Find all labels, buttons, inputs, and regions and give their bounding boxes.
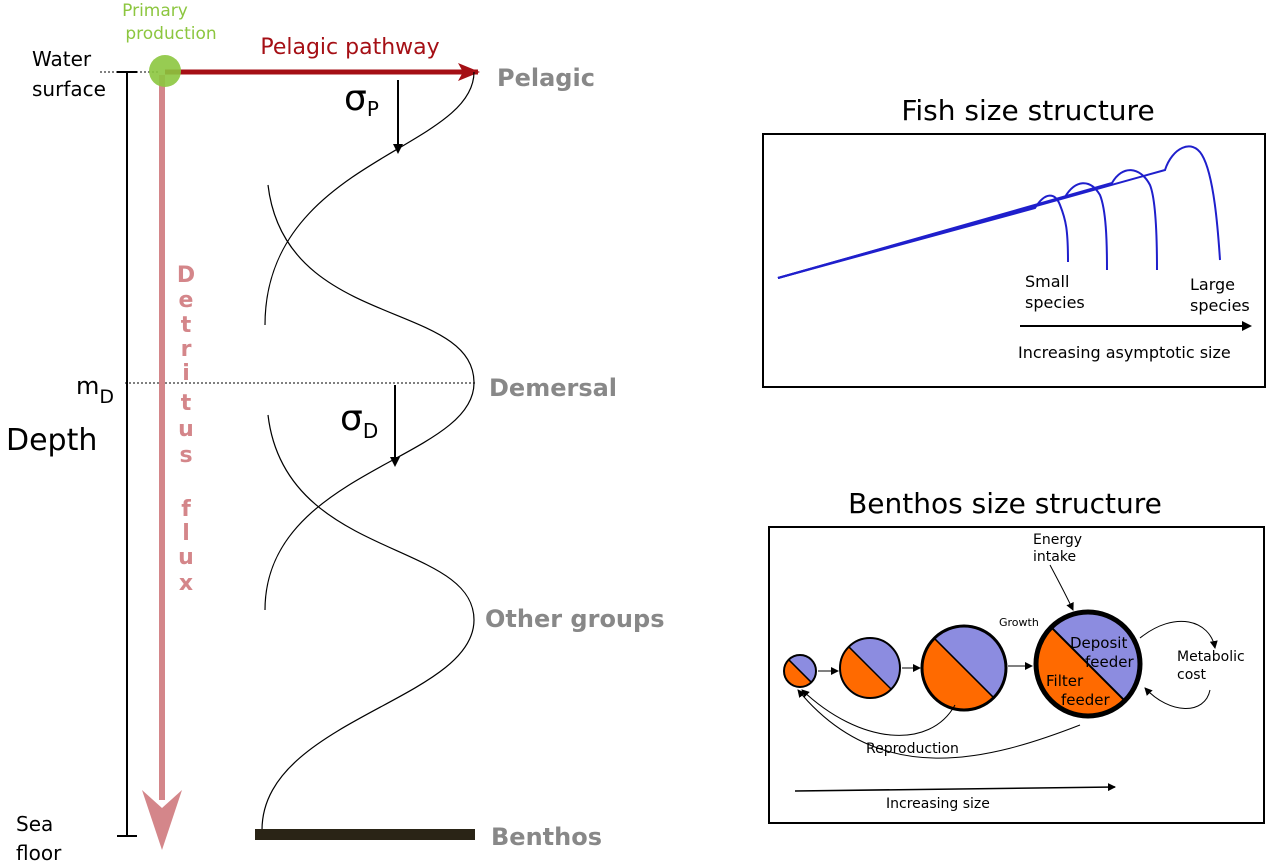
depth-scale xyxy=(117,71,137,837)
sea-floor-label-2: floor xyxy=(16,841,62,865)
sigma-p-label: σP xyxy=(344,78,379,121)
large-species-label-1: Large xyxy=(1190,275,1235,294)
sea-floor-label-1: Sea xyxy=(16,812,53,836)
benthos-size-class-4 xyxy=(1033,609,1143,719)
growth-label: Growth xyxy=(999,616,1039,629)
large-species-label-2: species xyxy=(1190,296,1250,315)
detritus-flux-label: D e t r i t u s f l u x xyxy=(177,263,195,596)
growth-arrows xyxy=(818,662,1033,675)
benthos-bar xyxy=(255,829,475,840)
increasing-size-label: Increasing size xyxy=(886,796,990,812)
demersal-label: Demersal xyxy=(489,374,617,402)
primary-production-label-1: Primary xyxy=(122,1,188,21)
deposit-feeder-label-2: feeder xyxy=(1085,653,1134,671)
detritus-letter: f xyxy=(181,497,191,522)
detritus-letter: u xyxy=(178,417,194,442)
energy-intake-label-1: Energy xyxy=(1033,532,1082,548)
reproduction-arrow-small xyxy=(801,689,956,736)
fish-box xyxy=(762,133,1266,388)
benthos-size-class-3 xyxy=(920,624,1008,712)
primary-production-label-2: production xyxy=(125,24,216,44)
filter-feeder-label-2: feeder xyxy=(1061,691,1110,709)
asymptotic-size-label: Increasing asymptotic size xyxy=(1018,343,1231,362)
benthos-title: Benthos size structure xyxy=(848,487,1162,520)
increasing-size-arrow xyxy=(794,783,1116,792)
detritus-letter: u xyxy=(178,545,194,570)
fish-spectrum-lines xyxy=(777,145,1221,279)
deposit-feeder-label-1: Deposit xyxy=(1070,634,1127,652)
m-d-label: mD xyxy=(76,372,114,408)
metabolic-cost-arrow-out xyxy=(1139,620,1218,649)
benthos-label: Benthos xyxy=(491,823,602,851)
reproduction-arrow-large xyxy=(797,689,1081,759)
detritus-letter: D xyxy=(177,263,195,288)
detritus-letter: l xyxy=(182,521,190,546)
detritus-letter: e xyxy=(179,288,194,313)
other-groups-label: Other groups xyxy=(485,605,664,633)
detritus-letter: i xyxy=(182,361,190,386)
primary-production-dot xyxy=(149,55,181,87)
distribution-curves xyxy=(261,71,475,831)
detritus-letter: r xyxy=(181,337,192,362)
metabolic-cost-label-1: Metabolic xyxy=(1177,649,1245,665)
metabolic-cost-label-2: cost xyxy=(1177,667,1207,683)
pelagic-pathway-label: Pelagic pathway xyxy=(260,35,439,60)
energy-intake-label-2: intake xyxy=(1033,549,1076,565)
detritus-letter: t xyxy=(181,313,192,338)
sigma-d-label: σD xyxy=(340,398,378,443)
metabolic-cost-arrow-in xyxy=(1144,687,1211,709)
detritus-letter: s xyxy=(179,443,192,468)
detritus-letter: x xyxy=(179,571,193,596)
filter-feeder-label-1: Filter xyxy=(1046,672,1084,690)
small-species-label-2: species xyxy=(1025,293,1085,312)
detritus-flux-arrow xyxy=(142,75,182,850)
small-species-label-1: Small xyxy=(1025,272,1069,291)
water-surface-label-1: Water xyxy=(32,47,92,71)
energy-intake-arrow xyxy=(1049,564,1074,611)
benthos-size-class-2 xyxy=(839,637,901,699)
fish-title: Fish size structure xyxy=(901,94,1154,127)
depth-label: Depth xyxy=(6,423,97,458)
benthos-size-class-1 xyxy=(783,654,817,688)
reproduction-label: Reproduction xyxy=(866,741,959,757)
water-surface-label-2: surface xyxy=(32,77,106,101)
detritus-letter: t xyxy=(181,391,192,416)
pelagic-label: Pelagic xyxy=(497,64,595,92)
